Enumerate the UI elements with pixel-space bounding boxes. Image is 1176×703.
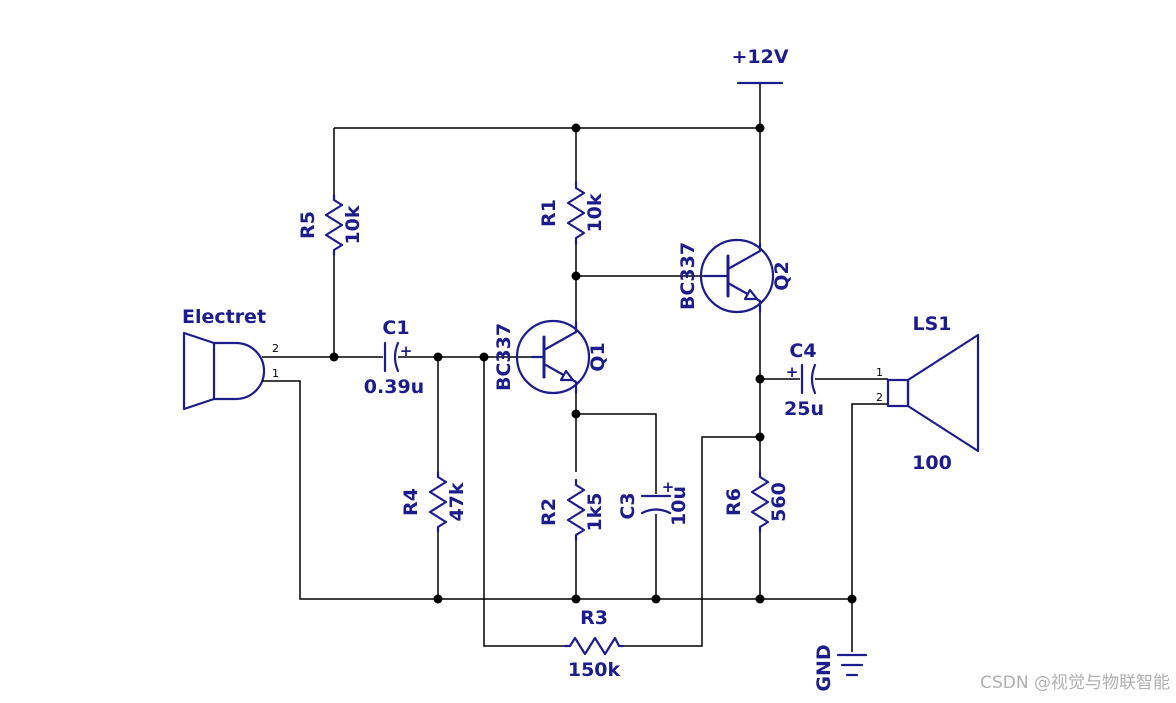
capacitor-c3: C3 + 10u	[617, 478, 690, 526]
supply-label: +12V	[731, 46, 788, 68]
c3-ref: C3	[617, 492, 639, 519]
capacitor-c4: C4 + 25u	[784, 340, 824, 420]
r4-ref: R4	[400, 488, 422, 516]
c1-value: 0.39u	[364, 376, 424, 398]
r6-value: 560	[768, 482, 790, 522]
junction-dots	[329, 123, 857, 604]
ls1-pin-2: 2	[876, 391, 883, 404]
supply-symbol: +12V	[731, 46, 789, 85]
ls1-pin-1: 1	[876, 366, 883, 379]
r5-ref: R5	[297, 211, 319, 239]
q2-ref: Q2	[771, 261, 793, 290]
c1-ref: C1	[382, 317, 409, 339]
r6-ref: R6	[723, 488, 745, 516]
r3-value: 150k	[568, 659, 621, 681]
mic-ref: Electret	[182, 306, 266, 328]
r2-value: 1k5	[584, 492, 606, 531]
c3-value: 10u	[668, 486, 690, 526]
c4-ref: C4	[789, 340, 816, 362]
resistor-r2: R2 1k5	[538, 478, 606, 542]
c4-plus: +	[786, 363, 799, 381]
resistor-r4: R4 47k	[400, 470, 468, 534]
r2-ref: R2	[538, 498, 560, 526]
ground-symbol: GND	[813, 644, 868, 692]
ground-label: GND	[813, 644, 835, 691]
r1-ref: R1	[538, 199, 560, 227]
ls1-value: 100	[912, 452, 952, 474]
transistor-q1: BC337 Q1	[493, 319, 609, 395]
c1-plus: +	[400, 342, 413, 360]
r5-value: 10k	[342, 205, 364, 244]
resistor-r1: R1 10k	[538, 180, 606, 246]
loudspeaker: LS1 100 1 2	[876, 313, 980, 474]
q1-ref: Q1	[587, 342, 609, 371]
r4-value: 47k	[446, 482, 468, 521]
mic-pin-2: 2	[272, 342, 279, 355]
mic-pin-1: 1	[272, 367, 279, 380]
resistor-r3: R3 150k	[563, 607, 625, 681]
resistor-r6: R6 560	[723, 470, 790, 534]
capacitor-c1: C1 + 0.39u	[364, 317, 424, 398]
resistor-r5: R5 10k	[297, 193, 364, 257]
r3-ref: R3	[580, 607, 608, 629]
watermark: CSDN @视觉与物联智能	[980, 673, 1170, 693]
r1-value: 10k	[584, 193, 606, 232]
q1-type: BC337	[493, 323, 515, 391]
q2-type: BC337	[677, 242, 699, 310]
ls1-ref: LS1	[912, 313, 951, 335]
c3-plus: +	[662, 478, 675, 496]
transistor-q2: BC337 Q2	[677, 238, 793, 314]
electret-microphone: Electret 2 1	[182, 306, 279, 411]
c4-value: 25u	[784, 398, 824, 420]
